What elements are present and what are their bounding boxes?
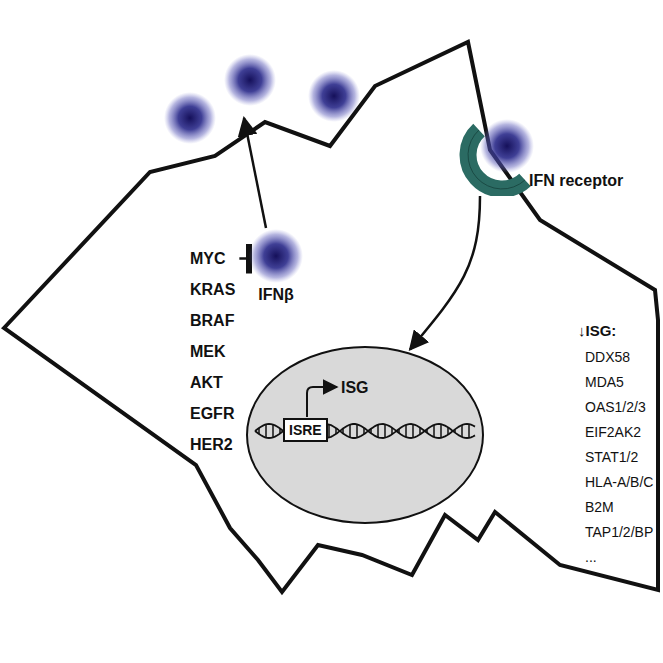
gene-name: BRAF — [190, 305, 235, 336]
gene-name: EIF2AK2 — [585, 424, 641, 440]
isre-box: ISRE — [283, 418, 328, 442]
gene-name: HLA-A/B/C — [585, 474, 653, 490]
gene-name: DDX58 — [585, 349, 630, 365]
nucleus-shape — [245, 345, 485, 525]
list-heading: ↓ISG: — [578, 322, 616, 339]
connector — [239, 257, 249, 260]
ifn-molecule — [308, 70, 360, 122]
gene-name: MEK — [190, 336, 235, 367]
ifn-beta: IFNβ — [245, 228, 307, 304]
cell-outline — [4, 42, 658, 592]
gene-name: EGFR — [190, 398, 235, 429]
node-label: IFN receptor — [529, 172, 623, 190]
receptor-symbol — [455, 116, 535, 196]
node-label: IFNβ — [245, 286, 307, 304]
gene-name: STAT1/2 — [585, 449, 638, 465]
gene-name: MDA5 — [585, 374, 624, 390]
ifn-molecule — [245, 228, 307, 284]
nucleus: ISG ISRE — [245, 345, 485, 525]
gene-name: KRAS — [190, 274, 235, 305]
gene-name: OAS1/2/3 — [585, 399, 646, 415]
gene-name: AKT — [190, 367, 235, 398]
gene-name: HER2 — [190, 429, 235, 460]
node-label: ISG — [341, 379, 369, 397]
gene-name: MYC — [190, 243, 235, 274]
ifn-receptor: IFN receptor — [455, 116, 655, 196]
ifn-molecule — [224, 54, 276, 106]
secretion-arrow — [244, 118, 266, 228]
connector — [410, 196, 480, 350]
ifn-molecule — [164, 92, 216, 144]
node-label: ISRE — [289, 422, 322, 438]
oncogene-list: MYCKRASBRAFMEKAKTEGFRHER2 — [190, 243, 235, 460]
gene-name: TAP1/2/BP — [585, 524, 653, 540]
gene-name: ... — [585, 549, 597, 565]
gene-name: B2M — [585, 499, 614, 515]
